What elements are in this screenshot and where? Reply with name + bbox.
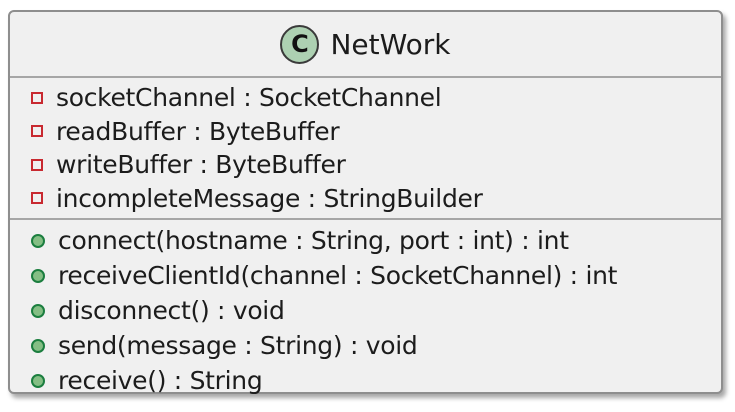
private-field-icon xyxy=(31,192,43,205)
public-method-icon xyxy=(31,303,45,318)
method-text: receive() : String xyxy=(58,366,263,395)
uml-class-network: C NetWork socketChannel : SocketChannel … xyxy=(8,10,723,395)
private-field-icon xyxy=(31,125,43,138)
field-row: readBuffer : ByteBuffer xyxy=(10,115,711,149)
public-method-icon xyxy=(31,268,45,283)
method-row: send(message : String) : void xyxy=(10,328,711,363)
public-method-icon xyxy=(31,338,45,353)
method-row: receive() : String xyxy=(10,363,711,398)
public-method-icon xyxy=(31,233,45,248)
method-text: receiveClientId(channel : SocketChannel)… xyxy=(58,261,618,290)
methods-section: connect(hostname : String, port : int) :… xyxy=(10,220,721,401)
class-header: C NetWork xyxy=(10,12,721,78)
field-text: readBuffer : ByteBuffer xyxy=(56,116,340,146)
class-stereotype-letter: C xyxy=(291,30,309,58)
method-text: connect(hostname : String, port : int) :… xyxy=(58,226,569,255)
field-text: incompleteMessage : StringBuilder xyxy=(56,183,483,213)
method-text: send(message : String) : void xyxy=(58,331,418,360)
method-row: disconnect() : void xyxy=(10,293,711,328)
field-row: socketChannel : SocketChannel xyxy=(10,81,711,115)
private-field-icon xyxy=(31,158,43,171)
field-row: incompleteMessage : StringBuilder xyxy=(10,182,711,216)
method-row: receiveClientId(channel : SocketChannel)… xyxy=(10,258,711,293)
private-field-icon xyxy=(31,91,43,104)
fields-section: socketChannel : SocketChannel readBuffer… xyxy=(10,78,721,220)
method-text: disconnect() : void xyxy=(58,296,285,325)
field-row: writeBuffer : ByteBuffer xyxy=(10,148,711,182)
class-stereotype-icon: C xyxy=(280,24,320,64)
method-row: connect(hostname : String, port : int) :… xyxy=(10,223,711,258)
public-method-icon xyxy=(31,373,45,388)
field-text: socketChannel : SocketChannel xyxy=(56,83,442,113)
class-name: NetWork xyxy=(330,27,451,61)
field-text: writeBuffer : ByteBuffer xyxy=(56,150,346,180)
